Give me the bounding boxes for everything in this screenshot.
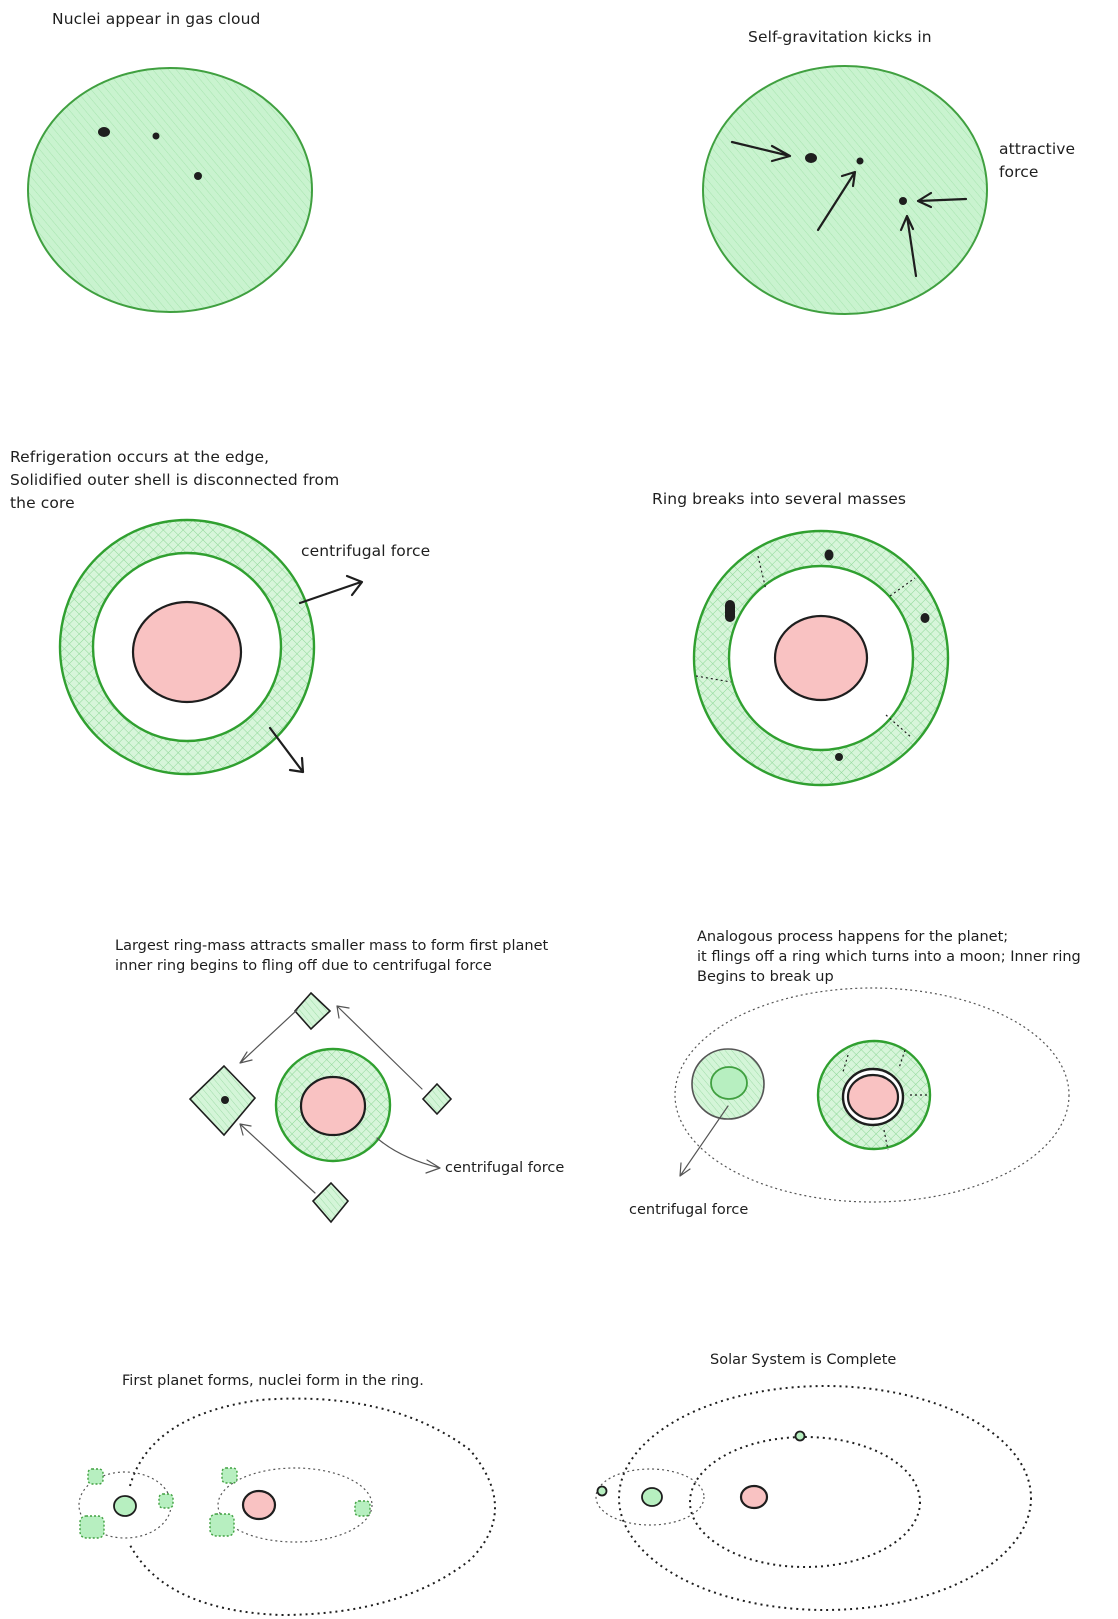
panel-first-planet-forms: First planet forms, nuclei form in the r…	[79, 1373, 495, 1615]
panel-2-caption: Self-gravitation kicks in	[748, 28, 932, 46]
nucleus	[805, 153, 817, 163]
nucleus	[153, 133, 160, 140]
attractive-force-label: attractive	[999, 140, 1075, 158]
gas-cloud	[28, 68, 312, 312]
panel-3-caption-line3: the core	[10, 494, 75, 512]
outer-planet	[642, 1488, 662, 1506]
panel-7-caption: First planet forms, nuclei form in the r…	[122, 1373, 424, 1389]
core	[243, 1491, 275, 1519]
outer-orbit	[619, 1386, 1031, 1610]
ring-mass	[423, 1084, 451, 1114]
ring-mass	[835, 753, 843, 761]
panel-first-planet-attraction: Largest ring-mass attracts smaller mass …	[115, 938, 564, 1222]
core	[848, 1075, 898, 1119]
panel-3-caption-line2: Solidified outer shell is disconnected f…	[10, 471, 339, 489]
centrifugal-arrow	[300, 576, 362, 603]
ring-nucleus	[355, 1501, 370, 1516]
ring-mass	[825, 550, 834, 561]
nucleus	[98, 127, 110, 137]
centrifugal-arrow	[270, 728, 303, 772]
panel-ring-breaks: Ring breaks into several masses	[652, 490, 948, 785]
ring-nucleus	[159, 1494, 173, 1508]
core	[133, 602, 241, 702]
panel-6-caption-line2: it flings off a ring which turns into a …	[697, 949, 1081, 965]
nucleus	[857, 158, 864, 165]
planet	[711, 1067, 747, 1099]
ring-nucleus	[88, 1469, 103, 1484]
nucleus	[899, 197, 907, 205]
ring-mass	[313, 1183, 348, 1222]
planet	[114, 1496, 136, 1516]
inner-ring-orbit	[218, 1468, 372, 1542]
panel-nuclei-appear: Nuclei appear in gas cloud	[28, 10, 312, 312]
panel-3-caption-line1: Refrigeration occurs at the edge,	[10, 448, 269, 466]
ring-nucleus	[210, 1514, 234, 1536]
panel-solar-system-complete: Solar System is Complete	[596, 1352, 1031, 1610]
centrifugal-force-label: centrifugal force	[301, 542, 430, 560]
moon	[598, 1487, 607, 1496]
planet-orbit	[130, 1399, 495, 1615]
panel-8-caption: Solar System is Complete	[710, 1352, 896, 1368]
centrifugal-force-label: centrifugal force	[445, 1160, 564, 1176]
centrifugal-force-label: centrifugal force	[629, 1202, 748, 1218]
panel-5-caption-line2: inner ring begins to fling off due to ce…	[115, 958, 492, 974]
svg-text:force: force	[999, 163, 1039, 181]
panel-6-caption-line3: Begins to break up	[697, 969, 834, 985]
ring-mass-largest	[725, 600, 735, 622]
panel-4-caption: Ring breaks into several masses	[652, 490, 906, 508]
nucleus	[194, 172, 202, 180]
ring-mass	[295, 993, 330, 1029]
inner-planet	[796, 1432, 805, 1441]
ring-nucleus	[222, 1468, 237, 1483]
panel-1-caption: Nuclei appear in gas cloud	[52, 10, 261, 28]
core	[301, 1077, 365, 1135]
ring-nucleus	[80, 1516, 104, 1538]
core	[775, 616, 867, 700]
ring-mass	[921, 613, 930, 623]
panel-self-gravitation: Self-gravitation kicks in attractive for…	[703, 28, 1075, 314]
sun	[741, 1486, 767, 1508]
centrifugal-arrow	[680, 1106, 728, 1176]
panel-5-caption-line1: Largest ring-mass attracts smaller mass …	[115, 938, 549, 954]
inner-orbit	[690, 1437, 920, 1567]
panel-moon-formation: Analogous process happens for the planet…	[629, 929, 1081, 1218]
gas-cloud	[703, 66, 987, 314]
planet-nucleus	[221, 1096, 229, 1104]
panel-refrigeration: Refrigeration occurs at the edge, Solidi…	[10, 448, 430, 774]
panel-6-caption-line1: Analogous process happens for the planet…	[697, 929, 1008, 945]
